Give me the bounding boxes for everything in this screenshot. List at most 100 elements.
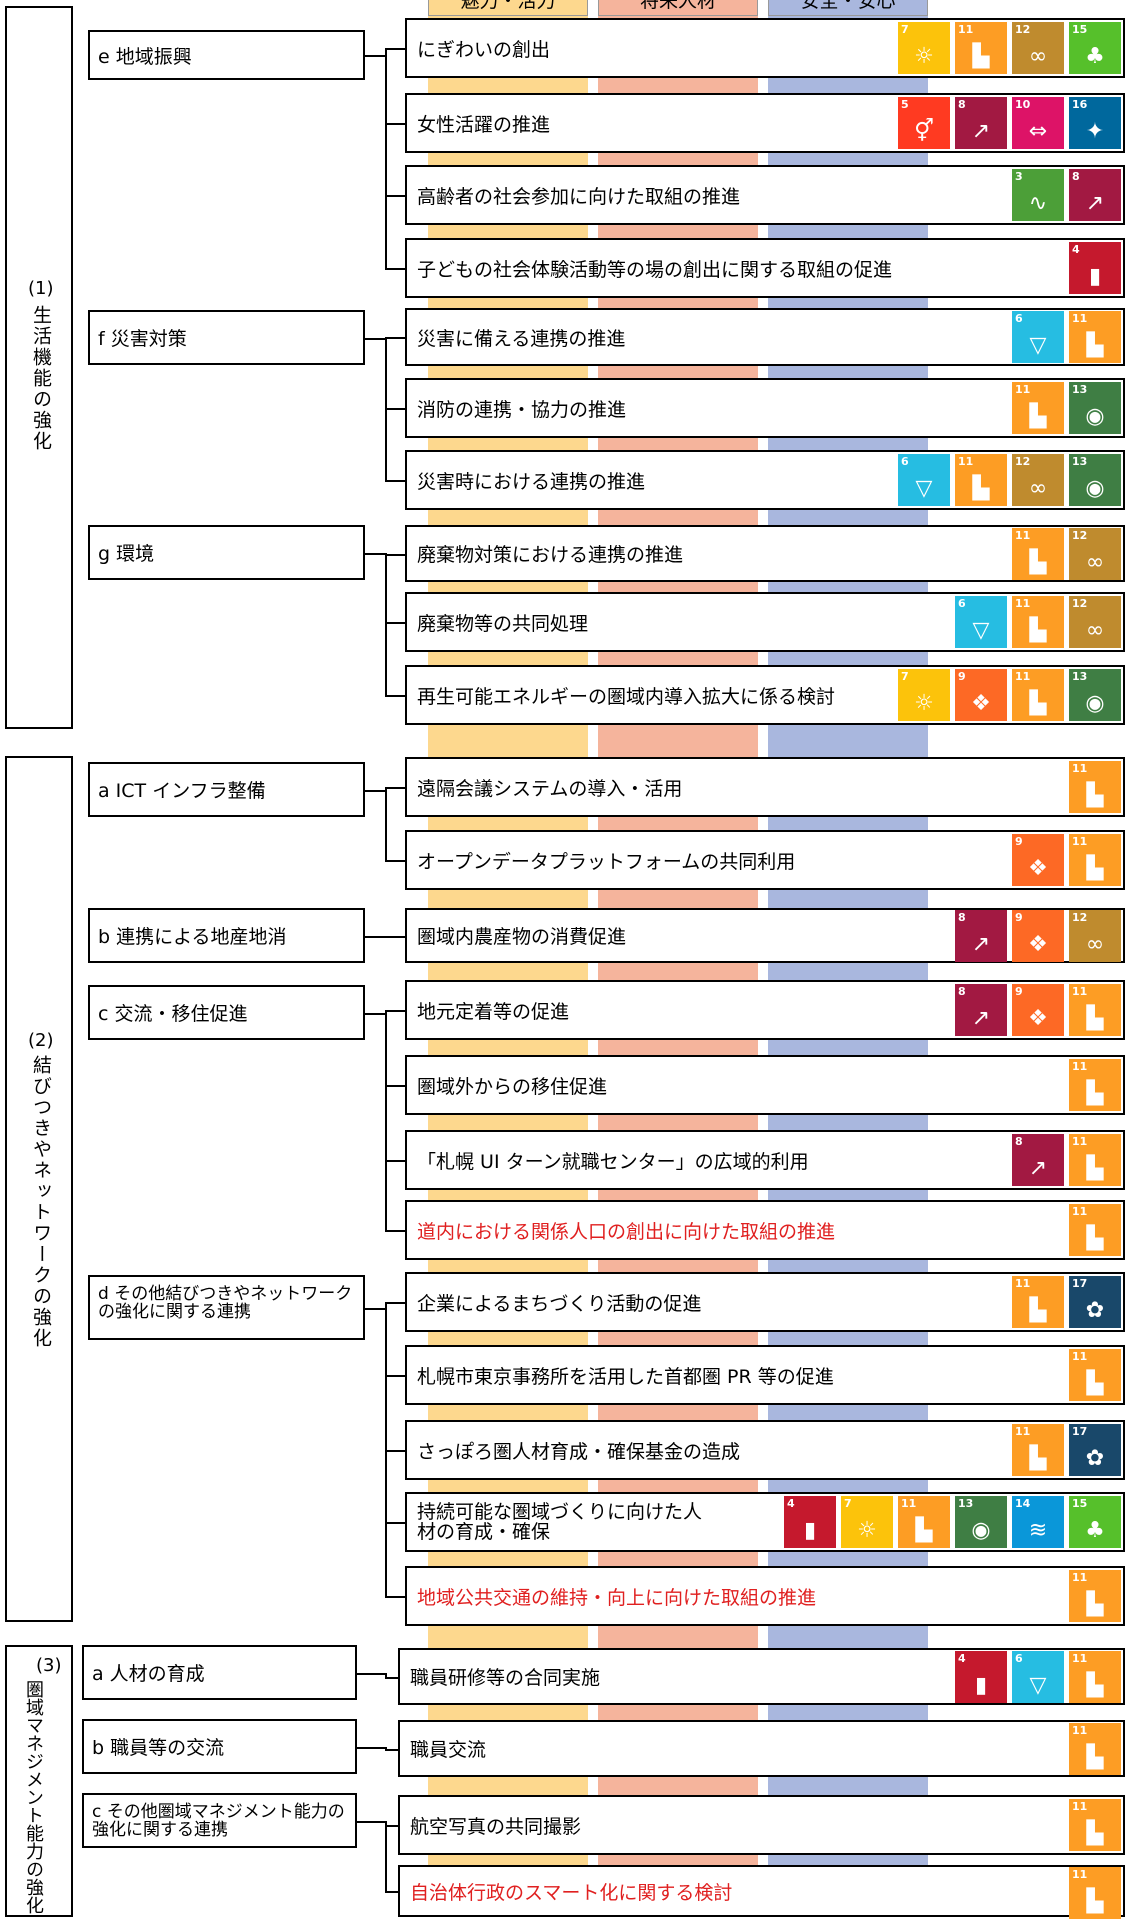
sdg-number: 11 <box>958 23 974 36</box>
infinity-icon: ∞ <box>1085 550 1105 575</box>
section-box <box>5 756 73 1622</box>
sdg-number: 11 <box>1015 529 1031 542</box>
sdg-number: 13 <box>1072 383 1088 396</box>
sdg-8-growth-chart-icon: 8↗ <box>955 97 1007 149</box>
sdg-number: 8 <box>958 985 966 998</box>
sdg-icon-row: 11▙ <box>1069 1349 1121 1401</box>
sdg-icon-row: 11▙17✿ <box>1012 1424 1121 1476</box>
item-label: 地元定着等の促進 <box>417 1000 570 1023</box>
connector-line <box>385 695 405 697</box>
item-label: 航空写真の共同撮影 <box>410 1815 582 1838</box>
section-box <box>5 6 73 729</box>
item-label: 廃棄物対策における連携の推進 <box>417 544 684 566</box>
city-icon: ▙ <box>1086 1081 1104 1106</box>
sdg-11-city-icon: 11 ▙ <box>1069 1134 1121 1186</box>
sdg-9-cubes-icon: 9❖ <box>955 669 1007 721</box>
cubes-icon: ❖ <box>1028 932 1048 957</box>
city-icon: ▙ <box>1086 1745 1104 1770</box>
section-number: (2) <box>28 1030 54 1051</box>
water-drop-icon: ▽ <box>915 476 933 501</box>
sdg-icon-row: 11▙13◉ <box>1012 382 1121 434</box>
sdg-number: 11 <box>1072 312 1088 325</box>
category-box: a ICT インフラ整備 <box>88 762 365 817</box>
item-label: 企業によるまちづくり活動の促進 <box>417 1292 702 1315</box>
sdg-11-city-icon: 11▙ <box>1069 1570 1121 1622</box>
sdg-11-city-icon: 11▙ <box>1069 1651 1121 1703</box>
flower-ring-icon: ✿ <box>1085 1298 1105 1323</box>
sdg-number: 11 <box>1072 1724 1088 1737</box>
sdg-number: 9 <box>1015 985 1023 998</box>
sdg-number: 11 <box>1072 1135 1088 1148</box>
sdg-number: 11 <box>1072 1868 1088 1881</box>
book-icon: ▮ <box>803 1518 817 1543</box>
growth-chart-icon: ↗ <box>971 1006 991 1031</box>
sdg-icon-row: 9❖11▙ <box>1012 834 1121 886</box>
eye-globe-icon: ◉ <box>971 1518 991 1543</box>
sdg-icon-row: 7☼11▙12∞15♣ <box>898 22 1121 74</box>
item-label: 圏域内農産物の消費促進 <box>417 926 627 948</box>
city-icon: ▙ <box>1086 1371 1104 1396</box>
item-box: 地域公共交通の維持・向上に向けた取組の推進 <box>405 1566 1125 1626</box>
dove-icon: ✦ <box>1085 119 1105 144</box>
sdg-12-infinity-icon: 12 ∞ <box>1012 454 1064 506</box>
sdg-number: 8 <box>1072 170 1080 183</box>
city-icon: ▙ <box>1086 1889 1104 1914</box>
sdg-17-flower-ring-icon: 17✿ <box>1069 1424 1121 1476</box>
city-icon: ▙ <box>1086 1006 1104 1031</box>
sdg-number: 12 <box>1072 529 1088 542</box>
sdg-number: 15 <box>1072 23 1088 36</box>
city-icon: ▙ <box>1029 1298 1047 1323</box>
fish-icon: ≋ <box>1028 1518 1048 1543</box>
sdg-number: 13 <box>1072 670 1088 683</box>
sdg-number: 11 <box>1015 1425 1031 1438</box>
city-icon: ▙ <box>1029 618 1047 643</box>
connector-line <box>385 1375 405 1377</box>
item-box: オープンデータプラットフォームの共同利用 <box>405 830 1125 890</box>
sdg-11-city-icon: 11▙ <box>1069 984 1121 1036</box>
item-label: 職員研修等の合同実施 <box>410 1667 601 1689</box>
tree-icon: ♣ <box>1085 44 1105 69</box>
flower-ring-icon: ✿ <box>1085 1446 1105 1471</box>
sdg-number: 6 <box>901 455 909 468</box>
sdg-icon-row: 4▮6▽11▙ <box>955 1651 1121 1703</box>
city-icon: ▙ <box>972 476 990 501</box>
item-label: 高齢者の社会参加に向けた取組の推進 <box>417 185 741 208</box>
sdg-icon-row: 11▙17✿ <box>1012 1276 1121 1328</box>
item-box: 札幌市東京事務所を活用した首都圏 PR 等の促進 <box>405 1345 1125 1405</box>
infinity-icon: ∞ <box>1028 476 1048 501</box>
sdg-11-city-icon: 11▙ <box>1012 1276 1064 1328</box>
sdg-13-eye-globe-icon: 13◉ <box>1069 382 1121 434</box>
sdg-number: 11 <box>1072 762 1088 775</box>
connector-line <box>385 1673 387 1679</box>
sdg-4-book-icon: 4▮ <box>1069 242 1121 294</box>
sdg-number: 11 <box>958 455 974 468</box>
sdg-number: 12 <box>1015 455 1031 468</box>
sun-icon: ☼ <box>914 691 934 716</box>
sdg-6-water-drop-icon: 6▽ <box>898 454 950 506</box>
sdg-icon-row: 8↗9❖12∞ <box>955 910 1121 962</box>
sdg-icon-row: 11▙ <box>1069 761 1121 813</box>
sdg-icon-row: 6▽11▙12∞13◉ <box>898 454 1121 506</box>
item-box: 圏域外からの移住促進 <box>405 1055 1125 1115</box>
sdg-11-city-icon: 11▙ <box>1012 528 1064 580</box>
sdg-11-city-icon: 11▙ <box>1012 669 1064 721</box>
connector-line <box>385 337 405 339</box>
sdg-17-flower-ring-icon: 17✿ <box>1069 1276 1121 1328</box>
sdg-number: 7 <box>844 1497 852 1510</box>
sdg-number: 11 <box>1072 1205 1088 1218</box>
connector-line <box>365 790 387 792</box>
connector-line <box>385 787 387 862</box>
city-icon: ▙ <box>1086 1156 1104 1181</box>
sdg-11-city-icon: 11 ▙ <box>1069 1867 1121 1919</box>
connector-line <box>365 1013 387 1015</box>
sdg-11-city-icon: 11▙ <box>1069 834 1121 886</box>
sdg-icon-row: 3∿8↗ <box>1012 169 1121 221</box>
item-label: オープンデータプラットフォームの共同利用 <box>417 850 796 873</box>
sdg-number: 10 <box>1015 98 1031 111</box>
sdg-13-eye-globe-icon: 13◉ <box>1069 669 1121 721</box>
sdg-number: 11 <box>1072 1060 1088 1073</box>
eye-globe-icon: ◉ <box>1085 476 1105 501</box>
growth-chart-icon: ↗ <box>1085 191 1105 216</box>
item-label: 再生可能エネルギーの圏域内導入拡大に係る検討 <box>417 685 836 708</box>
sdg-11-city-icon: 11▙ <box>1069 311 1121 363</box>
